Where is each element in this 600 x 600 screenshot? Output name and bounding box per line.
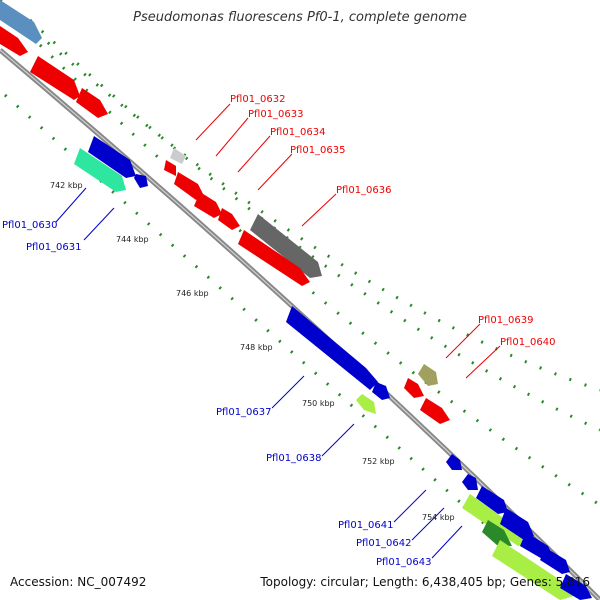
gene-arrow-pfl01-0630[interactable] <box>74 148 126 192</box>
tick-label: 742 kbp <box>50 181 83 190</box>
gene-arrow-pfl01-0639[interactable] <box>418 364 438 386</box>
gene-arrow[interactable] <box>482 520 512 546</box>
gene-arrow-pfl01-0631[interactable] <box>88 136 136 178</box>
tick-label: 750 kbp <box>302 399 335 408</box>
tick-label: 754 kbp <box>422 513 455 522</box>
gene-arrow-pfl01-0635[interactable] <box>194 192 222 218</box>
gene-arrow[interactable] <box>462 474 478 490</box>
leader-line <box>215 117 249 157</box>
gene-arrow-pfl01-0641[interactable] <box>446 454 462 470</box>
dotted-guide-outer-1 <box>38 43 600 507</box>
gene-arrow[interactable] <box>0 26 28 56</box>
gene-arrow[interactable] <box>30 56 80 100</box>
leader-line <box>195 103 231 141</box>
gene-label-pfl01-0630[interactable]: Pfl01_0630 <box>2 220 58 231</box>
gene-arrow[interactable] <box>238 230 310 286</box>
leader-line <box>411 507 445 541</box>
gene-arrow-pfl01-0642[interactable] <box>462 494 528 546</box>
leader-line <box>445 323 481 359</box>
gene-arrow-pfl01-0636[interactable] <box>250 214 322 278</box>
gene-arrow-pfl01-0632[interactable] <box>170 148 186 164</box>
gene-label-pfl01-0635[interactable]: Pfl01_0635 <box>290 145 346 156</box>
gene-label-pfl01-0638[interactable]: Pfl01_0638 <box>266 453 322 464</box>
leader-line <box>55 187 87 223</box>
gene-arrow-pfl01-0638[interactable] <box>356 394 376 414</box>
reverse-label-leaders <box>55 187 463 559</box>
gene-label-pfl01-0642[interactable]: Pfl01_0642 <box>356 538 412 549</box>
leader-line <box>465 345 501 379</box>
gene-label-pfl01-0637[interactable]: Pfl01_0637 <box>216 407 272 418</box>
gene-label-pfl01-0641[interactable]: Pfl01_0641 <box>338 520 394 531</box>
forward-gene-labels: Pfl01_0632 Pfl01_0633 Pfl01_0634 Pfl01_0… <box>230 94 556 348</box>
gene-arrow[interactable] <box>420 398 450 424</box>
gene-arrow-pfl01-0634[interactable] <box>174 172 204 200</box>
gene-label-pfl01-0639[interactable]: Pfl01_0639 <box>478 315 534 326</box>
leader-line <box>321 423 355 457</box>
gene-label-pfl01-0632[interactable]: Pfl01_0632 <box>230 94 286 105</box>
gene-arrow[interactable] <box>218 208 240 230</box>
kbp-ticks: 742 kbp 744 kbp 746 kbp 748 kbp 750 kbp … <box>50 181 455 522</box>
gene-arrow[interactable] <box>372 382 390 400</box>
gene-arrow-pfl01-0637[interactable] <box>286 306 378 390</box>
reverse-gene-labels: Pfl01_0630 Pfl01_0631 Pfl01_0637 Pfl01_0… <box>2 220 432 568</box>
gene-arrow[interactable] <box>134 174 148 188</box>
tick-label: 752 kbp <box>362 457 395 466</box>
leader-line <box>257 153 293 191</box>
gene-label-pfl01-0636[interactable]: Pfl01_0636 <box>336 185 392 196</box>
leader-line <box>301 193 337 227</box>
gene-label-pfl01-0631[interactable]: Pfl01_0631 <box>26 242 82 253</box>
gene-label-pfl01-0634[interactable]: Pfl01_0634 <box>270 127 326 138</box>
leader-line <box>271 375 305 409</box>
gene-arrow[interactable] <box>76 88 108 118</box>
tick-label: 744 kbp <box>116 235 149 244</box>
gene-arrow-pfl01-0640[interactable] <box>404 378 424 398</box>
leader-line <box>393 489 427 523</box>
forward-label-leaders <box>195 103 501 379</box>
gene-label-pfl01-0633[interactable]: Pfl01_0633 <box>248 109 304 120</box>
gene-label-pfl01-0640[interactable]: Pfl01_0640 <box>500 337 556 348</box>
leader-line <box>237 135 271 173</box>
gene-arrow[interactable] <box>540 548 570 574</box>
gene-arrow[interactable] <box>476 486 508 514</box>
topology-text: Topology: circular; Length: 6,438,405 bp… <box>260 575 590 589</box>
leader-line <box>431 525 463 559</box>
tick-label: 748 kbp <box>240 343 273 352</box>
gene-arrow[interactable] <box>560 574 592 600</box>
gene-arrow-pfl01-0633[interactable] <box>164 160 176 176</box>
map-title: Pseudomonas fluorescens Pf0-1, complete … <box>133 10 467 25</box>
dotted-guide-inner-2 <box>0 0 600 392</box>
dotted-guide-inner-1 <box>28 18 600 432</box>
tick-label: 746 kbp <box>176 289 209 298</box>
gene-arrow[interactable] <box>492 540 574 600</box>
accession-text: Accession: NC_007492 <box>10 575 147 589</box>
gene-arrow[interactable] <box>0 0 42 44</box>
gene-label-pfl01-0643[interactable]: Pfl01_0643 <box>376 557 432 568</box>
leader-line <box>83 207 115 241</box>
gene-arrow-pfl01-0643[interactable] <box>500 508 534 540</box>
